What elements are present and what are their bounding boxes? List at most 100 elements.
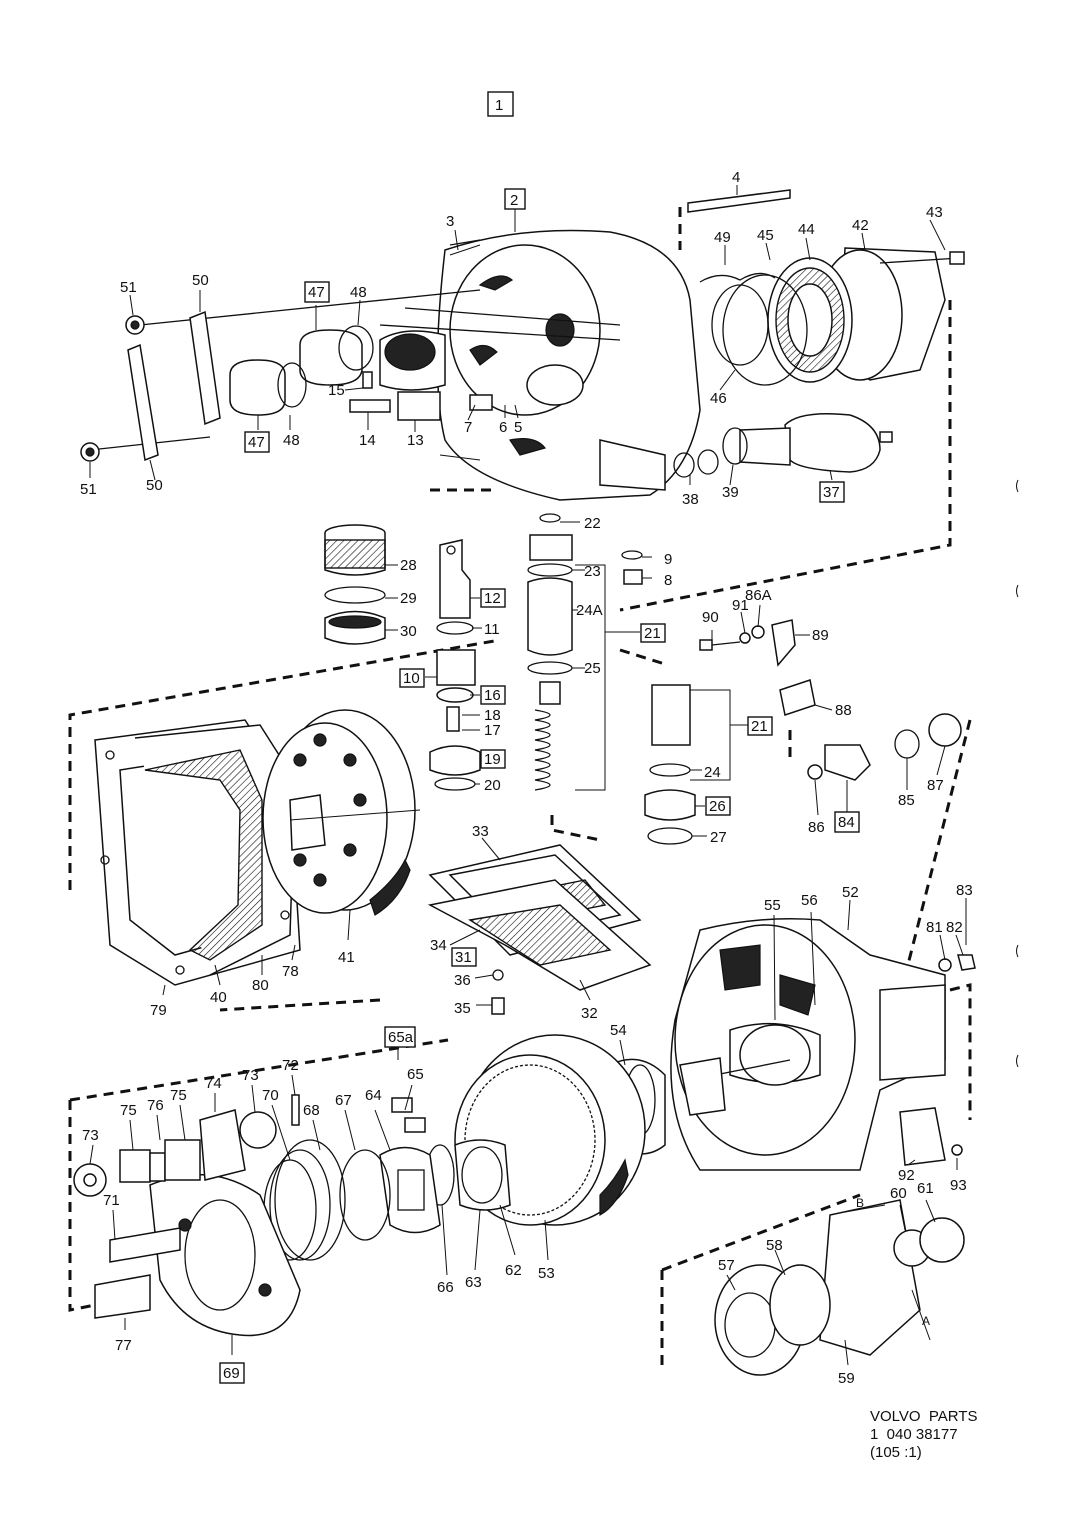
sump-33-34 — [427, 844, 652, 1015]
callout-79: 79 — [150, 1002, 167, 1019]
callout-15: 15 — [328, 382, 345, 399]
callout-29: 29 — [400, 590, 417, 607]
callout-21-upper: 21 — [644, 625, 661, 642]
callout-26: 26 — [709, 798, 726, 815]
callout-76: 76 — [147, 1097, 164, 1114]
callout-24A: 24A — [576, 602, 603, 619]
callout-46: 46 — [710, 390, 727, 407]
callout-16: 16 — [484, 687, 501, 704]
spool-21-26 — [644, 684, 696, 845]
callout-92: 92 — [898, 1167, 915, 1184]
callout-51-upper: 51 — [120, 279, 137, 296]
callout-89: 89 — [812, 627, 829, 644]
callout-91: 91 — [732, 597, 749, 614]
clutch-pack — [263, 1097, 441, 1261]
cover-plate-79 — [94, 719, 301, 986]
callout-32: 32 — [581, 1005, 598, 1022]
callout-93: 93 — [950, 1177, 967, 1194]
callout-9: 9 — [664, 551, 672, 568]
gear-stack — [73, 1094, 300, 1197]
callout-73-right: 73 — [242, 1067, 259, 1084]
callout-75-left: 75 — [120, 1102, 137, 1119]
callout-80: 80 — [252, 977, 269, 994]
callout-36: 36 — [454, 972, 471, 989]
dimension-A: A — [922, 1314, 930, 1328]
callout-47-lower: 47 — [248, 434, 265, 451]
callout-57: 57 — [718, 1257, 735, 1274]
callout-64: 64 — [365, 1087, 382, 1104]
rear-housing-52 — [670, 918, 976, 1171]
callout-44: 44 — [798, 221, 815, 238]
callout-31: 31 — [455, 949, 472, 966]
callout-56: 56 — [801, 892, 818, 909]
bracket-92 — [899, 1107, 963, 1166]
footer-scale: (105 :1) — [870, 1444, 922, 1461]
callout-65: 65 — [407, 1066, 424, 1083]
plunger-stack — [429, 539, 481, 791]
callout-70: 70 — [262, 1087, 279, 1104]
callout-8: 8 — [664, 572, 672, 589]
pin-4 — [687, 189, 791, 213]
spool-column — [527, 513, 573, 791]
footer-reference-number: 1 040 38177 — [870, 1426, 958, 1443]
callout-1: 1 — [495, 97, 503, 114]
callout-59: 59 — [838, 1370, 855, 1387]
callout-25: 25 — [584, 660, 601, 677]
callout-48-lower: 48 — [283, 432, 300, 449]
callout-82: 82 — [946, 919, 963, 936]
callout-62: 62 — [505, 1262, 522, 1279]
callout-69: 69 — [223, 1365, 240, 1382]
callout-73-left: 73 — [82, 1127, 99, 1144]
callout-53: 53 — [538, 1265, 555, 1282]
callout-74: 74 — [205, 1075, 222, 1092]
callout-14: 14 — [359, 432, 376, 449]
callout-labels: 1 2 3 4 5 6 7 8 9 10 11 12 13 14 15 16 1… — [80, 91, 973, 1387]
callout-78: 78 — [282, 963, 299, 980]
callout-60: 60 — [890, 1185, 907, 1202]
callout-27: 27 — [710, 829, 727, 846]
callout-3: 3 — [446, 213, 454, 230]
main-housing — [436, 229, 701, 501]
callout-49: 49 — [714, 229, 731, 246]
cup-28-29-30 — [324, 524, 386, 645]
selector-84-group — [699, 619, 962, 781]
callout-22: 22 — [584, 515, 601, 532]
callout-47-upper: 47 — [308, 284, 325, 301]
callout-50-upper: 50 — [192, 272, 209, 289]
left-cylinders — [229, 325, 493, 421]
callout-85: 85 — [898, 792, 915, 809]
callout-72: 72 — [282, 1057, 299, 1074]
callout-35: 35 — [454, 1000, 471, 1017]
callout-23: 23 — [584, 563, 601, 580]
callout-55: 55 — [764, 897, 781, 914]
callout-18: 18 — [484, 707, 501, 724]
callout-38: 38 — [682, 491, 699, 508]
carrier-62-63 — [425, 1139, 511, 1211]
callout-41: 41 — [338, 949, 355, 966]
bearing-assembly — [699, 247, 965, 386]
callout-66: 66 — [437, 1279, 454, 1296]
callout-50-lower: 50 — [146, 477, 163, 494]
callout-75-right: 75 — [170, 1087, 187, 1104]
callout-6: 6 — [499, 419, 507, 436]
callout-61: 61 — [917, 1180, 934, 1197]
callout-19: 19 — [484, 751, 501, 768]
callout-20: 20 — [484, 777, 501, 794]
callout-58: 58 — [766, 1237, 783, 1254]
callout-21-lower: 21 — [751, 718, 768, 735]
callout-67: 67 — [335, 1092, 352, 1109]
callout-77: 77 — [115, 1337, 132, 1354]
callout-86A: 86A — [745, 587, 772, 604]
callout-39: 39 — [722, 484, 739, 501]
callout-7: 7 — [464, 419, 472, 436]
callout-10: 10 — [403, 670, 420, 687]
callout-37: 37 — [823, 484, 840, 501]
callout-28: 28 — [400, 557, 417, 574]
callout-83: 83 — [956, 882, 973, 899]
callout-11: 11 — [484, 621, 500, 638]
callout-51-lower: 51 — [80, 481, 97, 498]
callout-2: 2 — [510, 192, 518, 209]
callout-84: 84 — [838, 814, 855, 831]
leader-lines — [89, 185, 967, 1366]
